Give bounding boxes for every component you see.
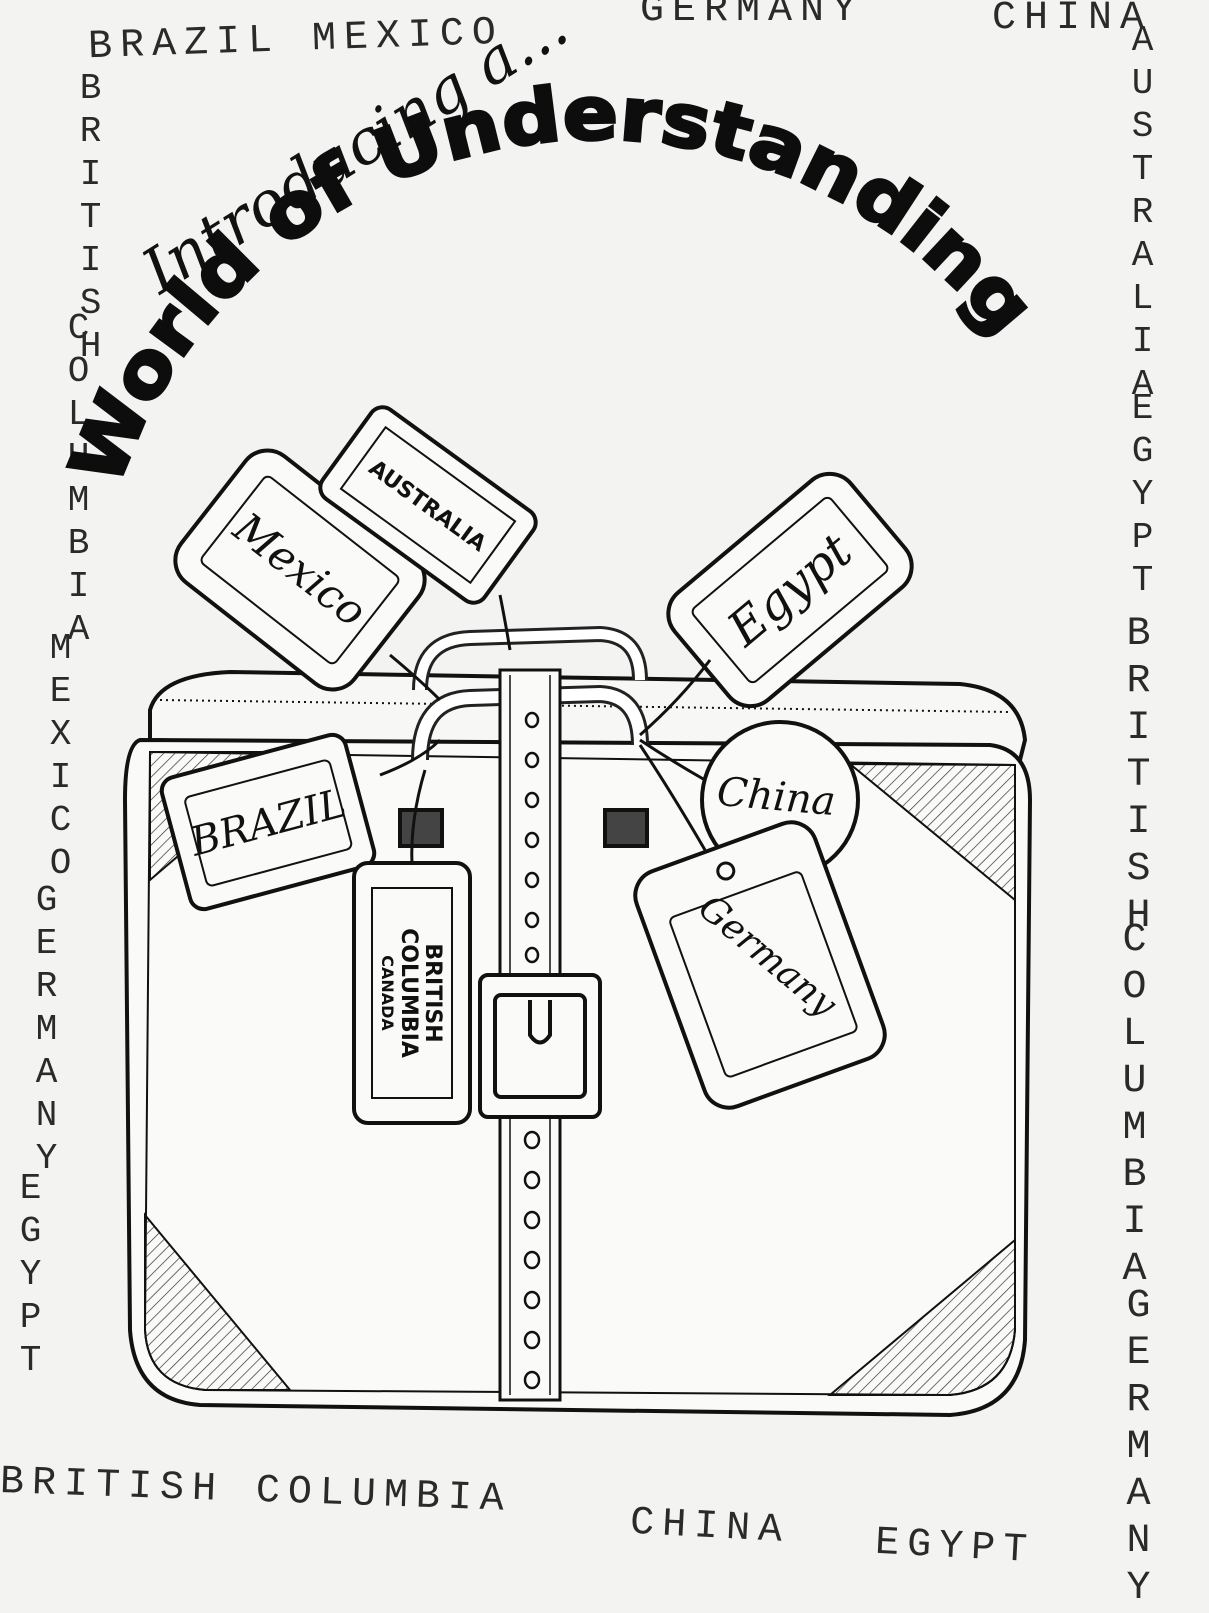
tag-british-columbia: BRITISH COLUMBIA CANADA (352, 861, 472, 1125)
border-right-egypt: EGYPT (1122, 388, 1163, 603)
border-top-germany: GERMANY (640, 0, 865, 33)
title-main-text: World of Understanding (52, 69, 1053, 497)
tag-brazil: BRAZIL (159, 732, 377, 912)
border-right-columbia: COLUMBIA (1112, 918, 1157, 1294)
border-left-mexico: MEXICO (40, 628, 81, 886)
border-right-germany: GERMANY (1116, 1284, 1161, 1613)
tag-bc-line3: CANADA (378, 955, 397, 1031)
border-top-china: CHINA (992, 0, 1153, 41)
border-left-egypt: EGYPT (10, 1168, 51, 1383)
tag-bc-line1: BRITISH (420, 943, 445, 1042)
tag-mexico: Mexico (173, 448, 427, 692)
title-main: World of Understanding (53, 71, 1051, 496)
tag-australia: AUSTRALIA (318, 405, 538, 605)
tag-egypt: Egypt (666, 471, 914, 709)
border-right-british: BRITISH (1116, 612, 1161, 941)
border-right-australia: AUSTRALIA (1122, 20, 1163, 407)
tag-germany: Germany (633, 820, 887, 1110)
tag-bc-line2: COLUMBIA (396, 928, 421, 1058)
border-left-germany: GERMANY (26, 880, 67, 1181)
tag-china-label: China (715, 769, 837, 825)
suitcase (122, 625, 1033, 1418)
border-left-british: BRITISH (70, 68, 111, 369)
border-left-columbia: COLUMBIA (58, 308, 99, 652)
tag-strings (379, 594, 712, 866)
